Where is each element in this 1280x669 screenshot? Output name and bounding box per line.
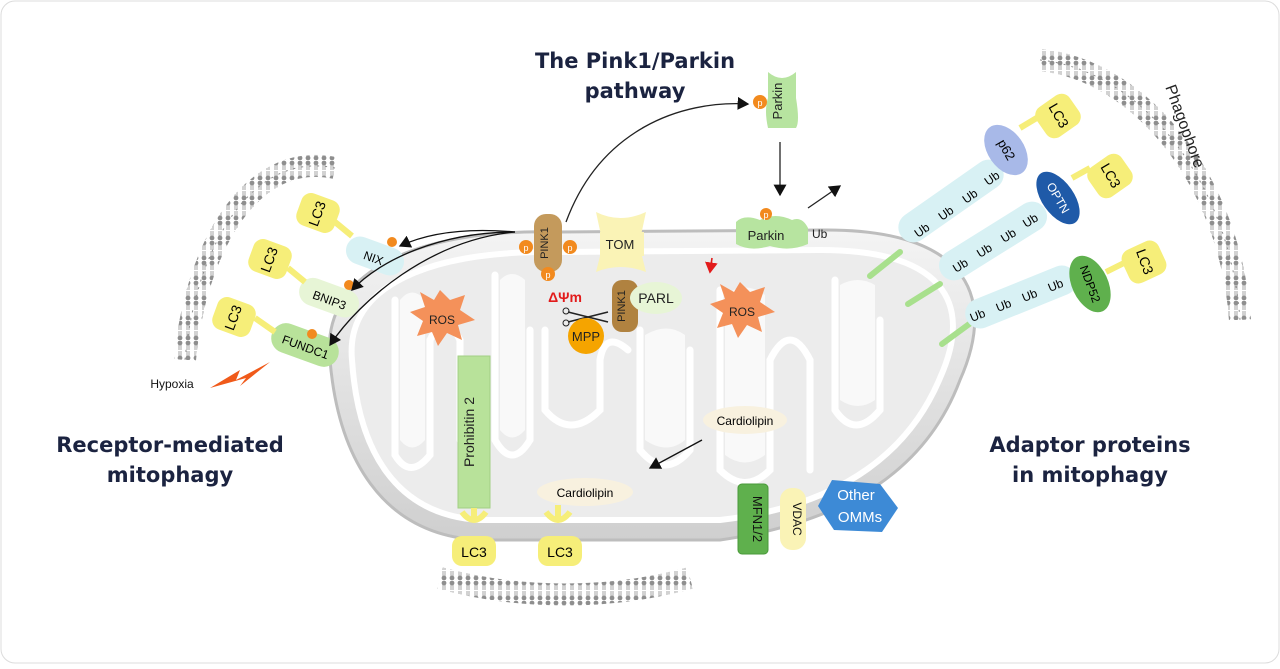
lightning-icon <box>210 362 270 388</box>
heading-receptor-line1: Receptor-mediated <box>56 433 284 457</box>
arrow-parkin-out <box>807 185 842 209</box>
receptor-group: NIX BNIP3 FUNDC1 LC3 LC3 LC3 Hypoxia <box>150 193 516 391</box>
parkin-membrane: Parkin p Ub <box>736 185 842 249</box>
heading-adaptor-line1: Adaptor proteins <box>989 433 1190 457</box>
parkin-cytosolic: Parkin p <box>753 72 798 128</box>
heading-adaptor-line2: in mitophagy <box>1012 463 1168 487</box>
prohibitin-2: Prohibitin 2 LC3 <box>452 355 496 566</box>
pink1-inner-label: PINK1 <box>616 290 628 322</box>
lc3-left-2: LC3 <box>248 239 307 285</box>
lc3-prohibitin-label: LC3 <box>461 544 487 560</box>
mitochondrion <box>327 228 977 542</box>
tom-complex: TOM <box>596 212 646 272</box>
red-down-arrow <box>705 257 718 274</box>
ndp52-ub3: Ub <box>1020 286 1040 305</box>
phospho-pink1-a <box>519 240 533 254</box>
arrow-to-nix <box>398 229 516 248</box>
other-omms: Other OMMs <box>818 480 898 532</box>
arrow-to-fundc1 <box>329 231 516 347</box>
phagophore-right <box>1038 49 1251 321</box>
arrow-pink1-to-parkin <box>565 96 750 223</box>
nix-label: NIX <box>362 248 386 268</box>
ros-left-label: ROS <box>429 313 455 327</box>
ros-left: ROS <box>410 290 475 346</box>
parkin-top-label: Parkin <box>770 83 785 120</box>
lc3-cardiolipin-label: LC3 <box>547 544 573 560</box>
phospho-nix <box>387 237 397 247</box>
phospho-parkin-mem <box>760 208 772 220</box>
ndp52-ub4: Ub <box>1046 276 1066 295</box>
phospho-parkin-top-label: p <box>757 98 762 108</box>
phospho-pink1-b-label: p <box>567 243 572 253</box>
other-omms-line2: OMMs <box>838 509 882 526</box>
mfn-label: MFN1/2 <box>750 496 765 542</box>
nix-receptor <box>345 236 405 276</box>
scissors-icon <box>562 307 609 327</box>
phospho-pink1-c <box>541 267 555 281</box>
fundc1-receptor <box>271 323 339 367</box>
cardiolipin-inner: Cardiolipin <box>648 406 787 469</box>
bnip3-receptor <box>299 277 360 318</box>
cristae <box>391 271 884 486</box>
lc3-left-1: LC3 <box>296 193 354 239</box>
arrow-to-bnip3 <box>351 231 516 291</box>
adaptor-ndp52: Ub Ub Ub Ub NDP52 LC3 <box>939 240 1167 347</box>
prohibitin-label: Prohibitin 2 <box>461 397 477 467</box>
delta-psi-label: ΔΨm <box>548 289 582 305</box>
lc3-cardiolipin <box>538 536 582 566</box>
heading-receptor-line2: mitophagy <box>107 463 234 487</box>
crista-lumens <box>400 274 875 463</box>
mfn12: MFN1/2 <box>737 483 769 555</box>
phospho-pink1-b <box>563 240 577 254</box>
phospho-parkin-mem-label: p <box>763 210 768 220</box>
mpp-label: MPP <box>572 329 600 344</box>
cardiolipin-lower-label: Cardiolipin <box>557 486 614 500</box>
parl: PARL <box>630 282 682 314</box>
vdac: VDAC <box>780 488 806 550</box>
lc3-left-3: LC3 <box>212 297 277 337</box>
parkin-ub-label: Ub <box>812 227 828 241</box>
other-omms-line1: Other <box>837 487 875 504</box>
adaptor-p62: Ub Ub Ub Ub p62 LC3 <box>867 93 1081 279</box>
ros-right: ROS <box>705 257 775 338</box>
phospho-bnip3 <box>344 280 354 290</box>
parkin-mem-label: Parkin <box>748 228 785 243</box>
phospho-pink1-a-label: p <box>523 243 528 253</box>
phagophore-left <box>174 155 338 362</box>
cardiolipin-inner-label: Cardiolipin <box>717 414 774 428</box>
adaptor-optn: Ub Ub Ub Ub OPTN LC3 <box>905 153 1133 307</box>
ndp52-ub2: Ub <box>994 296 1014 315</box>
ndp52-ub1: Ub <box>968 306 988 325</box>
hypoxia-label: Hypoxia <box>150 377 194 391</box>
heading-pink-parkin-line1: The Pink1/Parkin <box>535 49 735 73</box>
heading-pink-parkin-line2: pathway <box>585 79 686 103</box>
parl-label: PARL <box>638 290 674 306</box>
cardiolipin-lower: Cardiolipin LC3 <box>537 478 633 566</box>
pink1-outer-label: PINK1 <box>539 227 551 259</box>
lc3-prohibitin <box>452 536 496 566</box>
tom-label: TOM <box>606 237 635 252</box>
ros-right-label: ROS <box>729 305 755 319</box>
phagophore-bottom <box>437 567 693 606</box>
pink1-outer: PINK1 p p p <box>519 214 577 281</box>
phospho-pink1-c-label: p <box>545 270 550 280</box>
arrow-cardiolipin <box>648 439 703 469</box>
phospho-fundc1 <box>307 329 317 339</box>
vdac-label: VDAC <box>790 502 804 536</box>
mpp: MPP <box>568 318 604 354</box>
phospho-parkin-top <box>753 95 767 109</box>
